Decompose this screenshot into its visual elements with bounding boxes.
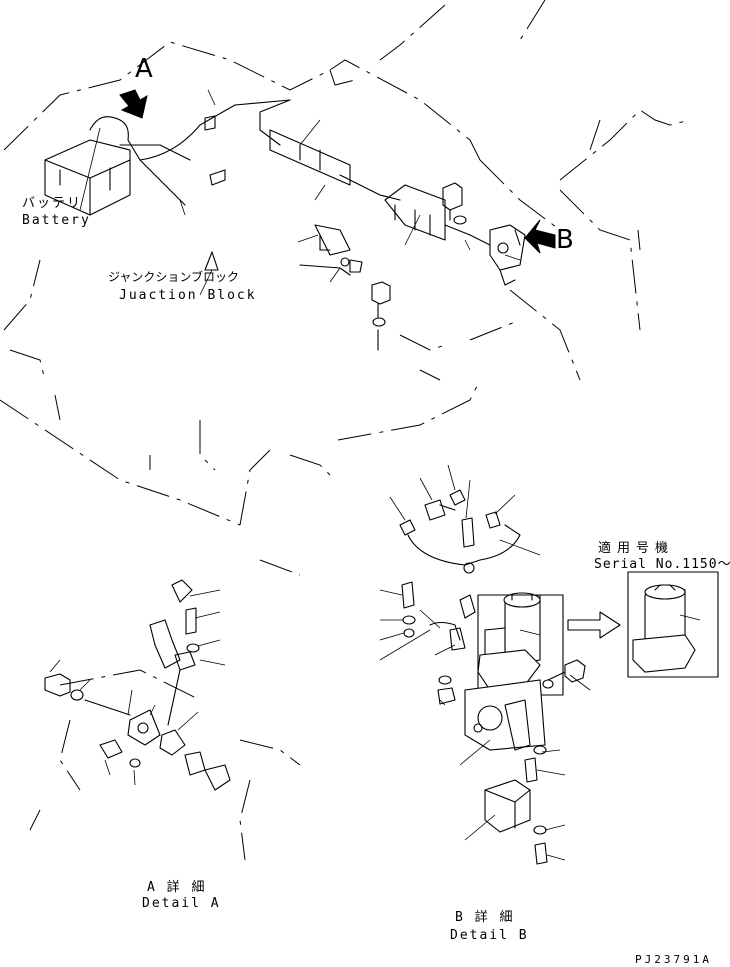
arrow-a (119, 89, 148, 119)
detail-b-title-jp: B 詳 細 (455, 910, 515, 925)
view-a-label: A (135, 54, 153, 84)
leaders-detail-a (49, 589, 226, 786)
arrow-junction (199, 251, 219, 296)
battery-label-jp: バッテリ (22, 196, 83, 211)
detail-b-assembly (399, 489, 586, 865)
leaders-top (79, 89, 521, 283)
leaders-detail-b (379, 464, 591, 861)
serial-arrow (567, 611, 621, 639)
view-b-label: B (556, 225, 574, 255)
bolt-center (371, 281, 391, 351)
relay-b (489, 224, 526, 286)
serial-label-en: Serial No.1150～ (594, 557, 730, 572)
drawing-number: PJ23791A (635, 953, 712, 966)
battery-label-en: Battery (22, 213, 91, 228)
detail-a-title-en: Detail A (142, 896, 221, 911)
arrow-b (524, 219, 556, 254)
detail-a-assembly (44, 579, 231, 791)
battery (44, 139, 131, 216)
machine-outline (0, 0, 691, 861)
junction-label-en: Juaction Block (119, 288, 257, 303)
serial-inset (627, 571, 719, 678)
junction-block (299, 224, 363, 276)
detail-b-title-en: Detail B (450, 928, 529, 943)
junction-label-jp: ジャンクションブロック (108, 270, 240, 284)
serial-label-jp: 適用号機 (598, 541, 675, 556)
detail-a-title-jp: A 詳 細 (147, 880, 207, 895)
wiring-harness (89, 99, 491, 246)
bolt-top-right (442, 182, 467, 225)
